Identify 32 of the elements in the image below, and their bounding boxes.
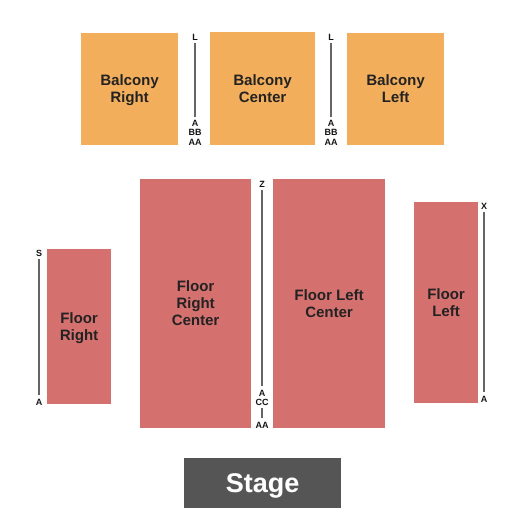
floor-section (273, 179, 385, 428)
row-label: CC (256, 397, 268, 407)
row-label: X (481, 201, 487, 211)
row-label: BB (188, 127, 202, 137)
section-name: Balcony Right (99, 72, 160, 106)
section-name: Floor Left (426, 286, 466, 320)
stage-block (184, 458, 341, 508)
row-label: A (480, 394, 488, 404)
row-label: L (328, 32, 334, 42)
row-label: A (192, 118, 198, 128)
floor-section (414, 202, 478, 403)
row-label: AA (256, 420, 268, 430)
row-label: Z (259, 179, 265, 189)
section-name: Balcony Center (232, 72, 293, 106)
section-name: Floor Right Center (170, 278, 220, 329)
floor-section (140, 179, 251, 428)
row-label: A (36, 397, 42, 407)
floor-section (47, 249, 111, 404)
row-label: AA (324, 137, 338, 147)
row-label: AA (188, 137, 202, 147)
section-name: Floor Right (58, 310, 100, 344)
row-label: L (192, 32, 198, 42)
balcony-section (347, 33, 444, 145)
balcony-section (81, 33, 178, 145)
row-label: A (328, 118, 334, 128)
section-name: Balcony Left (365, 72, 426, 106)
row-label: A (258, 388, 266, 398)
section-name: Floor Left Center (294, 286, 364, 320)
section-name: Stage (226, 468, 300, 498)
row-label: S (36, 248, 42, 258)
row-label: BB (324, 127, 338, 137)
balcony-section (210, 32, 315, 145)
